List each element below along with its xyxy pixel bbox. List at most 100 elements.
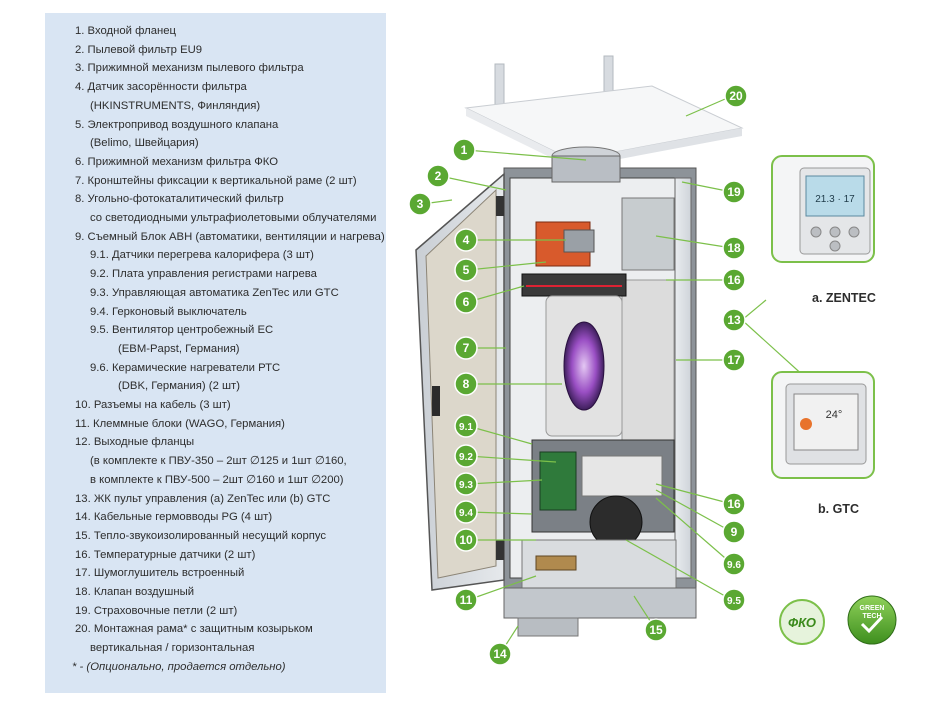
callout-number: 9 [731, 525, 738, 539]
fko-badge: ФКО [779, 599, 825, 645]
callout-circle [722, 588, 746, 612]
green-tech-line1: GREEN [860, 605, 885, 612]
zentec-controller: 21.3 · 17 [771, 155, 875, 263]
callout-number: 6 [463, 295, 470, 309]
callout-circle [722, 492, 746, 516]
callout-marker: 8 [454, 372, 478, 396]
callout-circle [722, 236, 746, 260]
callout-circle [454, 290, 478, 314]
callout-number: 20 [729, 89, 743, 103]
legend-item: 13. ЖК пульт управления (a) ZenTec или (… [75, 492, 331, 505]
callout-number: 7 [463, 341, 470, 355]
legend-item: 2. Пылевой фильтр EU9 [75, 43, 203, 56]
legend-item: 3. Прижимной механизм пылевого фильтра [75, 62, 304, 75]
legend-item: 9.5. Вентилятор центробежный ЕС [90, 324, 274, 337]
legend-panel: 1. Входной фланец 2. Пылевой фильтр EU9 3.… [45, 13, 386, 693]
legend-item: 9.2. Плата управления регистрами нагрева [90, 268, 317, 281]
legend-item: 9.3. Управляющая автоматика ZenTec или G… [90, 286, 339, 299]
legend-item: 11. Клеммные блоки (WAGO, Германия) [75, 417, 285, 430]
callout-marker: 17 [722, 348, 746, 372]
callout-marker: 15 [644, 618, 668, 642]
legend-item: 4. Датчик засорённости фильтра [75, 81, 247, 94]
gtc-label: b. GTC [818, 502, 859, 516]
callout-circle [488, 642, 512, 666]
callout-number: 15 [649, 623, 663, 637]
callout-circle [454, 414, 478, 438]
legend-item: 19. Страховочные петли (2 шт) [75, 604, 238, 617]
legend-item: 9.4. Герконовый выключатель [90, 305, 247, 318]
callout-circle [722, 180, 746, 204]
legend-item: вертикальная / горизонтальная [90, 642, 255, 655]
callout-number: 3 [417, 197, 424, 211]
callout-circle [722, 308, 746, 332]
legend-item: 18. Клапан воздушный [75, 586, 195, 598]
callout-number: 16 [727, 273, 741, 287]
legend-item: (DBK, Германия) (2 шт) [118, 380, 240, 393]
callout-number: 9.4 [459, 508, 473, 519]
callout-marker: 4 [454, 228, 478, 252]
callout-marker: 3 [408, 192, 432, 216]
fko-text: ФКО [788, 615, 816, 630]
callout-marker: 9.5 [722, 588, 746, 612]
callout-marker: 10 [454, 528, 478, 552]
callout-number: 9.2 [459, 452, 473, 463]
legend-item: (в комплекте к ПВУ-350 – 2шт ∅125 и 1шт … [90, 455, 347, 468]
callout-marker: 7 [454, 336, 478, 360]
zentec-display: 21.3 · 17 [815, 194, 855, 205]
callout-marker: 9.4 [454, 500, 478, 524]
callout-number: 1 [461, 143, 468, 157]
callout-number: 16 [727, 497, 741, 511]
callout-circle [722, 348, 746, 372]
callout-marker: 19 [722, 180, 746, 204]
legend-item: 7. Кронштейны фиксации к вертикальной ра… [75, 174, 357, 187]
callout-marker: 1 [452, 138, 476, 162]
callout-number: 9.1 [459, 422, 473, 433]
zentec-label: a. ZENTEC [812, 291, 876, 305]
callout-circle [408, 192, 432, 216]
callout-number: 5 [463, 263, 470, 277]
callout-number: 10 [459, 533, 473, 547]
callout-number: 13 [727, 313, 741, 327]
callout-number: 19 [727, 185, 741, 199]
legend-item: 9.1. Датчики перегрева калорифера (3 шт) [90, 249, 314, 262]
callout-number: 14 [493, 647, 507, 661]
legend-item: 10. Разъемы на кабель (3 шт) [75, 399, 231, 411]
callout-marker: 16 [722, 268, 746, 292]
legend-item: 1. Входной фланец [75, 25, 176, 37]
unit-illustration: 21.3 · 17 24° 2011923418516671789.19.29.… [408, 55, 897, 666]
callout-circle [722, 552, 746, 576]
callout-number: 8 [463, 377, 470, 391]
callout-marker: 13 [722, 308, 746, 332]
legend-item: (Belimo, Швейцария) [90, 137, 199, 150]
callout-circle [454, 444, 478, 468]
unit-body [503, 146, 697, 637]
callout-number: 9.3 [459, 480, 473, 491]
callout-marker: 9 [722, 520, 746, 544]
callout-number: 11 [460, 593, 473, 607]
legend-item: (HKINSTRUMENTS, Финляндия) [90, 99, 261, 112]
legend-item: в комплекте к ПВУ-500 – 2шт ∅160 и 1шт ∅… [90, 473, 344, 486]
legend-item: * - (Опционально, продается отдельно) [72, 660, 286, 673]
legend-item: 12. Выходные фланцы [75, 436, 195, 449]
callout-circle [454, 228, 478, 252]
legend-item: 5. Электропривод воздушного клапана [75, 118, 279, 131]
callout-circle [454, 528, 478, 552]
callout-marker: 14 [488, 642, 512, 666]
callout-circle [454, 472, 478, 496]
callout-number: 17 [727, 353, 741, 367]
callout-marker: 9.3 [454, 472, 478, 496]
gtc-controller: 24° [771, 371, 875, 479]
legend-item: 9.6. Керамические нагреватели РТС [90, 361, 281, 374]
callout-circle [644, 618, 668, 642]
callout-circle [454, 372, 478, 396]
callout-marker: 16 [722, 492, 746, 516]
callout-circle [454, 258, 478, 282]
callout-marker: 2 [426, 164, 450, 188]
callout-circle [454, 588, 478, 612]
callout-marker: 9.2 [454, 444, 478, 468]
callout-marker: 20 [724, 84, 748, 108]
callout-marker: 9.6 [722, 552, 746, 576]
callout-layer: 2011923418516671789.19.29.39.4101699.69.… [408, 84, 748, 666]
callout-number: 9.5 [727, 596, 741, 607]
